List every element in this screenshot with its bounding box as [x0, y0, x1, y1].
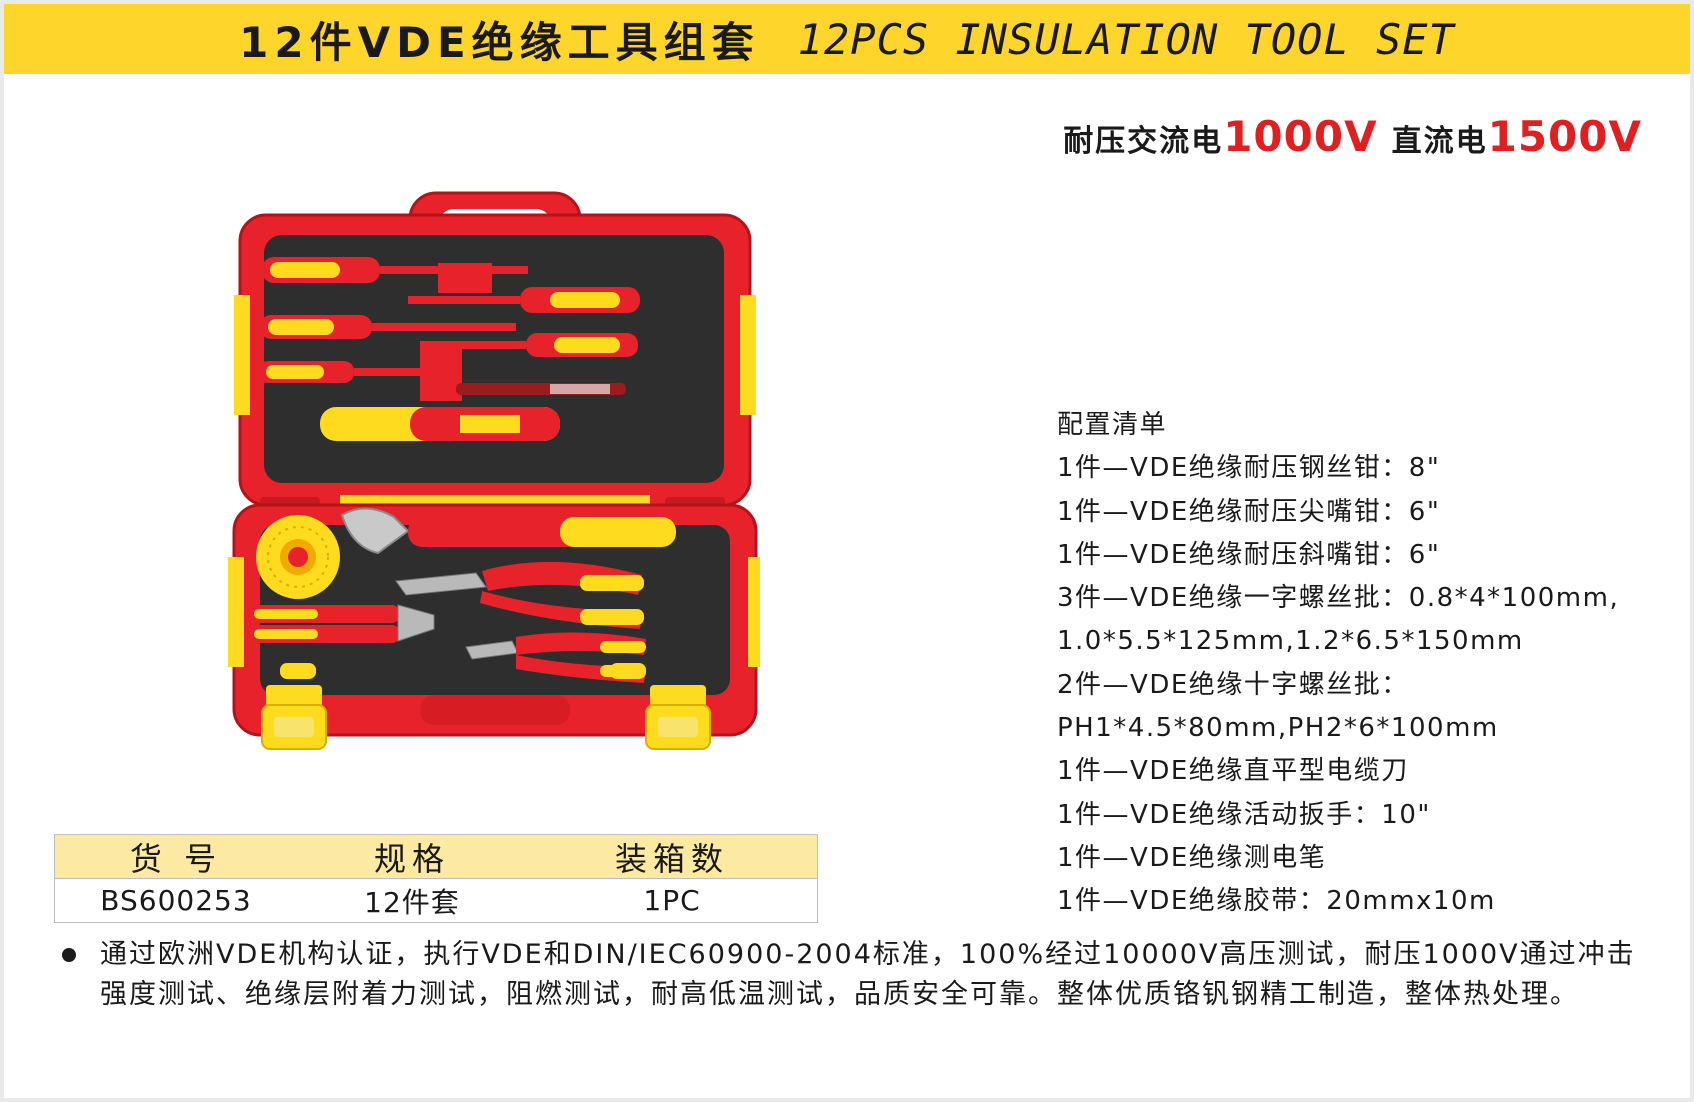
screwdriver-icon — [444, 333, 638, 357]
spec-list: 配置清单 1件—VDE绝缘耐压钢丝钳：8" 1件—VDE绝缘耐压尖嘴钳：6" 1… — [1057, 404, 1677, 924]
adjustable-wrench-icon — [340, 507, 676, 555]
spec-line: 1件—VDE绝缘耐压尖嘴钳：6" — [1057, 496, 1441, 527]
spec-line: 1件—VDE绝缘耐压钢丝钳：8" — [1057, 453, 1441, 484]
ac-voltage-value: 1000V — [1223, 112, 1378, 161]
spec-line: 1件—VDE绝缘直平型电缆刀 — [1057, 756, 1409, 787]
screwdriver-icon — [258, 361, 442, 383]
table-row: BS600253 12件套 1PC — [55, 878, 817, 922]
long-nose-pliers-icon — [395, 561, 644, 629]
title-english: 12PCS INSULATION TOOL SET — [797, 14, 1455, 64]
spec-list-title: 配置清单 — [1057, 410, 1168, 440]
cell-spec: 12件套 — [364, 885, 460, 919]
spec-line: 1.0*5.5*125mm,1.2*6.5*150mm — [1057, 626, 1524, 657]
screwdriver-icon — [260, 315, 516, 339]
dc-voltage-label: 直流电 — [1391, 124, 1488, 159]
spec-line: PH1*4.5*80mm,PH2*6*100mm — [1057, 713, 1499, 744]
spec-line: 3件—VDE绝缘一字螺丝批：0.8*4*100mm, — [1057, 583, 1620, 614]
header-item-number: 货 号 — [129, 839, 223, 878]
spec-line: 1件—VDE绝缘测电笔 — [1057, 842, 1327, 873]
table-header-row: 货 号 规格 装箱数 — [55, 835, 817, 878]
cell-carton-qty: 1PC — [643, 884, 701, 917]
product-description: 通过欧洲VDE机构认证，执行VDE和DIN/IEC60900-2004标准，10… — [100, 939, 1636, 1010]
title-banner: 12件VDE绝缘工具组套 12PCS INSULATION TOOL SET — [4, 4, 1690, 74]
spec-line: 2件—VDE绝缘十字螺丝批： — [1057, 669, 1409, 700]
bullet-icon — [62, 948, 76, 962]
cable-knife-icon — [320, 407, 560, 441]
spec-line: 1件—VDE绝缘耐压斜嘴钳：6" — [1057, 539, 1441, 570]
cell-item-number: BS600253 — [100, 884, 252, 917]
header-carton-qty: 装箱数 — [614, 839, 729, 878]
combination-pliers-icon — [250, 604, 435, 643]
screwdriver-icon — [408, 287, 640, 313]
product-table: 货 号 规格 装箱数 BS600253 12件套 1PC — [54, 834, 818, 923]
voltage-tester-icon — [456, 383, 626, 395]
title-chinese: 12件VDE绝缘工具组套 — [239, 17, 760, 67]
tape-roll-icon — [256, 515, 340, 599]
ac-voltage-label: 耐压交流电 — [1063, 124, 1224, 159]
tool-case-image — [228, 191, 760, 750]
header-spec: 规格 — [373, 839, 450, 878]
voltage-rating: 耐压交流电 1000V 直流电 1500V — [1063, 112, 1642, 161]
spec-line: 1件—VDE绝缘活动扳手：10" — [1057, 799, 1431, 830]
spec-line: 1件—VDE绝缘胶带：20mmx10m — [1057, 886, 1496, 917]
dc-voltage-value: 1500V — [1487, 112, 1642, 161]
